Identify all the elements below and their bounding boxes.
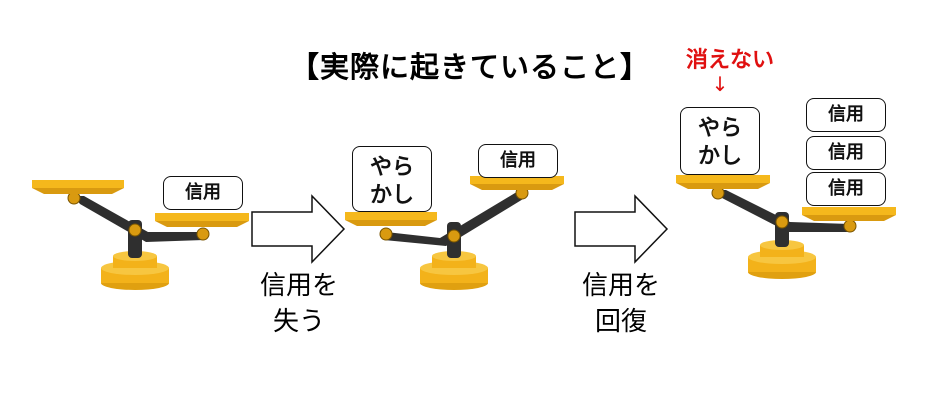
- scale-2: [345, 176, 564, 290]
- scale-2-pan-right: [470, 176, 564, 184]
- scale-1-pan-left: [32, 180, 124, 188]
- scale-3: [676, 175, 896, 279]
- arrow-lose-trust: [251, 194, 346, 264]
- scale-3-pan-right: [802, 207, 896, 215]
- scale-3-pan-left: [676, 175, 770, 183]
- scale-1-pivot-center: [128, 223, 142, 237]
- mistake-block: やら かし: [680, 107, 760, 175]
- trust-block: 信用: [478, 144, 558, 178]
- mistake-block: やら かし: [352, 146, 432, 212]
- trust-block: 信用: [163, 176, 243, 210]
- step-label-lose: 信用を 失う: [259, 271, 338, 337]
- trust-block: 信用: [806, 98, 886, 132]
- step-label-recover: 信用を 回復: [581, 271, 660, 337]
- scale-1: [32, 180, 249, 290]
- note-down-arrow-icon: ↓: [711, 72, 729, 96]
- scale-2-pan-left: [345, 212, 437, 220]
- note-label: 消えない: [685, 48, 774, 73]
- scale-1-pivot-right: [196, 227, 210, 241]
- arrow-recover-trust: [574, 194, 669, 264]
- diagram-title: 【実際に起きていること】: [289, 50, 650, 84]
- scale-1-pan-right: [155, 213, 249, 221]
- trust-block: 信用: [806, 172, 886, 206]
- trust-block: 信用: [806, 136, 886, 170]
